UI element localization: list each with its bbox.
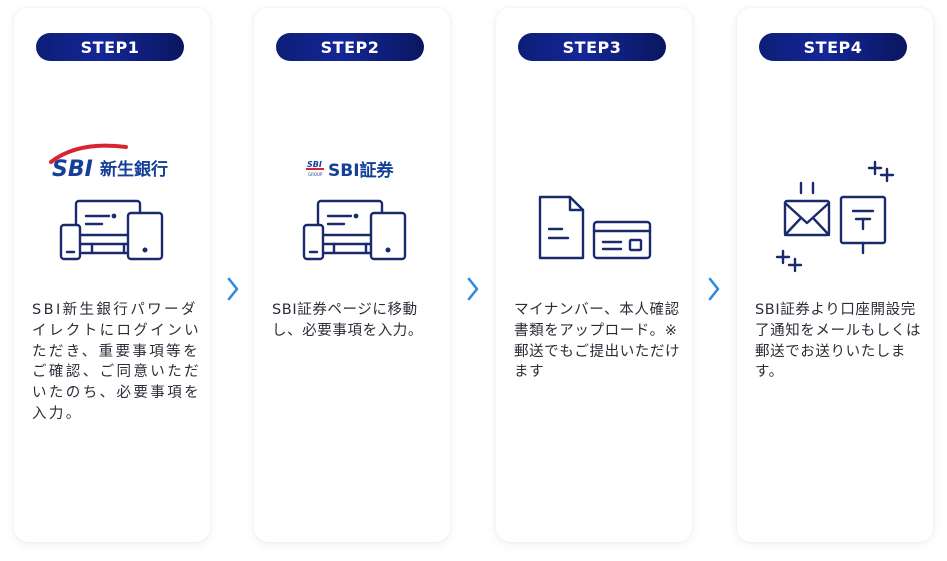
mail-and-mailbox-icon bbox=[775, 160, 895, 273]
step1-card: STEP1 SBI 新生銀行 bbox=[14, 8, 210, 542]
step2-card: STEP2 SBI GROUP SBI証券 bbox=[254, 8, 450, 542]
logo-mark-text: SBI bbox=[52, 157, 93, 182]
desktop-tablet-phone-icon bbox=[59, 199, 164, 261]
sbi-shinsei-bank-logo: SBI 新生銀行 bbox=[49, 143, 168, 182]
chevron-right-icon bbox=[467, 277, 479, 301]
step4-description: SBI証券より口座開設完了通知をメールもしくは郵送でお送りいたします。 bbox=[755, 302, 922, 381]
step3-icon-area bbox=[496, 143, 692, 283]
step3-description: マイナンバー、本人確認書類をアップロード。※郵送でもご提出いただけます bbox=[514, 302, 681, 381]
logo-name-text: 新生銀行 bbox=[100, 159, 168, 180]
chevron-right-icon bbox=[708, 277, 720, 301]
chevron-right-icon bbox=[227, 277, 239, 301]
logo-group-text: GROUP bbox=[308, 172, 323, 177]
sbi-securities-logo: SBI GROUP SBI証券 bbox=[306, 160, 395, 181]
step4-badge: STEP4 bbox=[759, 33, 907, 61]
step3-card: STEP3 マイナンバー、本人確認書類をアップロード。※郵送でもご提出いただけま… bbox=[496, 8, 692, 542]
step2-badge: STEP2 bbox=[276, 33, 424, 61]
step3-badge: STEP3 bbox=[518, 33, 666, 61]
step1-icon-area: SBI 新生銀行 bbox=[14, 143, 210, 283]
document-and-id-card-icon bbox=[538, 195, 652, 260]
logo-small-mark: SBI bbox=[307, 160, 322, 169]
step1-description: SBI新生銀行パワーダイレクトにログインいただき、重要事項等をご確認、ご同意いた… bbox=[32, 302, 201, 422]
step1-badge: STEP1 bbox=[36, 33, 184, 61]
logo-name-text: SBI証券 bbox=[328, 160, 395, 181]
step2-description: SBI証券ページに移動し、必要事項を入力。 bbox=[272, 302, 423, 339]
step4-card: STEP4 bbox=[737, 8, 933, 542]
step2-icon-area: SBI GROUP SBI証券 bbox=[254, 143, 450, 283]
desktop-tablet-phone-icon bbox=[302, 199, 407, 261]
step4-icon-area bbox=[737, 143, 933, 283]
